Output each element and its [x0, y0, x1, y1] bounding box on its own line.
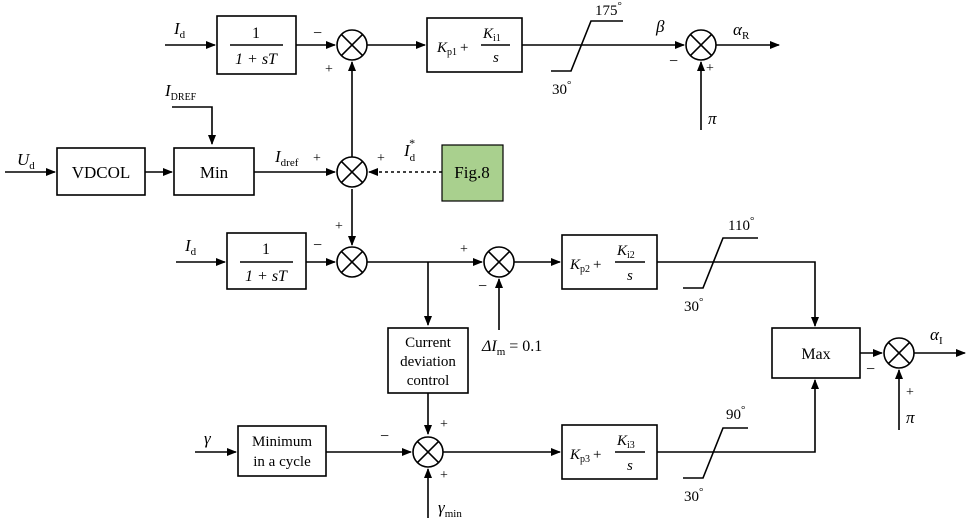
summing-junction-5 — [412, 436, 444, 468]
summing-junction-3 — [336, 246, 368, 278]
pi2-kp: Kp2+ — [569, 257, 601, 275]
sign-s4-top: + — [460, 242, 468, 257]
sign-s5-bottom: + — [440, 468, 448, 483]
limiter-2-max: 110° — [728, 215, 754, 234]
limiter-3-min: 30° — [684, 486, 703, 505]
ud-label: Ud — [17, 150, 35, 172]
min-text: Min — [200, 163, 229, 182]
sign-s6-left: − — [669, 53, 678, 70]
sign-s2-bottom: + — [335, 219, 343, 234]
summing-junction-7 — [883, 337, 915, 369]
sign-s5-top: + — [440, 417, 448, 432]
pi3-s: s — [627, 458, 633, 474]
current-deviation-control-block — [387, 327, 469, 394]
summing-junction-6 — [685, 29, 717, 61]
pi3-kp: Kp3+ — [569, 447, 601, 465]
gamma-label: γ — [204, 429, 212, 448]
cdc-line-3: control — [407, 373, 450, 389]
limiter-3 — [683, 427, 748, 479]
fig8-block — [441, 144, 504, 202]
sign-s7-bottom: + — [906, 385, 914, 400]
mic-line-2: in a cycle — [253, 454, 311, 470]
gamma-min-label: γmin — [438, 498, 462, 520]
filter-mid-den: 1 + sT — [245, 268, 288, 285]
limiter-3-max: 90° — [726, 404, 745, 423]
cdc-line-1: Current — [405, 335, 452, 351]
limiter-1 — [551, 20, 623, 72]
id-star-label: Id* — [403, 136, 416, 164]
sign-s4-bottom: − — [478, 278, 487, 295]
limiter-1-min: 30° — [552, 79, 571, 98]
max-block — [771, 327, 861, 379]
limiter-2 — [683, 237, 758, 289]
id-top-label: Id — [173, 19, 186, 41]
minimum-in-a-cycle-block — [237, 425, 327, 477]
limiter-2-min: 30° — [684, 296, 703, 315]
min-block — [173, 147, 255, 196]
sign-s7-left: − — [866, 361, 875, 378]
beta-label: β — [655, 17, 665, 36]
fig8-text: Fig.8 — [454, 163, 489, 182]
pi1-ki: Ki1 — [482, 26, 501, 44]
sign-s2-right: + — [377, 151, 385, 166]
summing-junction-4 — [483, 246, 515, 278]
summing-junction-1 — [336, 29, 368, 61]
filter-block-mid — [226, 232, 307, 290]
sign-s5-left: − — [380, 428, 389, 445]
pi2-s: s — [627, 268, 633, 284]
sign-s2-left: + — [313, 151, 321, 166]
limiter-3-to-max-arrow — [713, 379, 819, 453]
alpha-i-label: αI — [930, 325, 943, 347]
pi-top-label: π — [708, 109, 717, 128]
filter-top-den: 1 + sT — [235, 51, 278, 68]
filter-top-num: 1 — [252, 25, 260, 42]
sign-s6-bottom: + — [706, 61, 714, 76]
filter-mid-num: 1 — [262, 241, 270, 258]
idref-label: Idref — [274, 147, 299, 169]
pi3-ki: Ki3 — [616, 433, 635, 451]
delta-im-label: ΔIm = 0.1 — [481, 338, 542, 358]
id-mid-label: Id — [184, 236, 197, 258]
sign-s1-bottom: + — [325, 62, 333, 77]
pi-bottom-label: π — [906, 408, 915, 427]
limiter-2-to-max-arrow — [713, 261, 819, 327]
cdc-line-2: deviation — [400, 354, 456, 370]
mic-line-1: Minimum — [252, 434, 312, 450]
sign-s3-left: − — [313, 237, 322, 254]
limiter-1-max: 175° — [595, 0, 622, 19]
idref-top-label: IDREF — [164, 81, 197, 103]
idref-arrow — [172, 106, 216, 145]
max-text: Max — [801, 346, 830, 363]
alpha-r-label: αR — [733, 20, 750, 42]
vdcol-text: VDCOL — [72, 163, 131, 182]
sign-s1-left: − — [313, 25, 322, 42]
summing-junction-2 — [336, 156, 368, 188]
pi2-ki: Ki2 — [616, 243, 635, 261]
pi1-s: s — [493, 50, 499, 66]
pi1-kp: Kp1+ — [436, 40, 468, 58]
